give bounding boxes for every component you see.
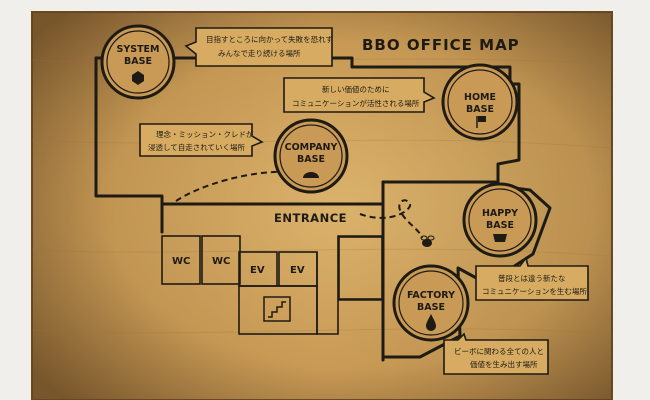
- system-base-subtitle: BASE: [124, 56, 152, 67]
- company-caption-2: 浸透して自走されていく場所: [148, 142, 246, 152]
- factory-base-title: FACTORY: [407, 290, 455, 301]
- factory-caption-2: 価値を生み出す場所: [470, 359, 538, 369]
- home-base-title: HOME: [464, 92, 496, 103]
- company-base: 理念・ミッション・クレドが 浸透して自走されていく場所 COMPANY BASE: [139, 118, 349, 194]
- happy-caption-1: 普段とは違う新たな: [498, 273, 566, 283]
- system-caption-1: 目指すところに向かって失敗を恐れず: [206, 34, 333, 44]
- system-caption-2: みんなで走り続ける場所: [218, 48, 301, 58]
- ev-label-1: EV: [250, 265, 265, 276]
- ev-label-2: EV: [290, 265, 305, 276]
- factory-base: FACTORY BASE ビーボに関わる全ての人と 価値を生み出す場所: [392, 264, 549, 375]
- bowl-icon: [493, 234, 507, 242]
- bee-icon: [420, 235, 435, 247]
- entrance-label: ENTRANCE: [274, 211, 347, 225]
- floor-plan-walls: [94, 56, 552, 362]
- stairs-icon: [263, 296, 291, 322]
- wc-label-1: WC: [172, 256, 190, 267]
- factory-base-subtitle: BASE: [417, 302, 445, 313]
- home-base: 新しい価値のために コミュニケーションが活性される場所 HOME BASE: [283, 63, 519, 141]
- drop-icon: [426, 314, 436, 331]
- company-base-title: COMPANY: [285, 142, 338, 153]
- happy-caption-2: コミュニケーションを生む場所: [482, 286, 587, 296]
- bee-path: [175, 170, 423, 239]
- system-base: 目指すところに向かって失敗を恐れず みんなで走り続ける場所 SYSTEM BAS…: [100, 24, 333, 100]
- hexagon-icon: [132, 71, 144, 85]
- company-caption-1: 理念・ミッション・クレドが: [156, 129, 254, 139]
- dome-icon: [303, 172, 319, 178]
- company-base-subtitle: BASE: [297, 154, 325, 165]
- factory-caption-1: ビーボに関わる全ての人と: [454, 346, 544, 356]
- home-caption-1: 新しい価値のために: [322, 84, 390, 94]
- happy-base: HAPPY BASE 普段とは違う新たな コミュニケーションを生む場所: [462, 182, 589, 301]
- room-wc-1: [161, 235, 201, 285]
- happy-base-subtitle: BASE: [486, 220, 514, 231]
- room-wc-2: [201, 235, 241, 285]
- happy-base-title: HAPPY: [482, 208, 518, 219]
- wc-label-2: WC: [212, 256, 230, 267]
- flag-icon: [476, 116, 486, 128]
- home-caption-2: コミュニケーションが活性される場所: [292, 98, 420, 108]
- system-base-title: SYSTEM: [117, 44, 160, 55]
- map-title: BBO OFFICE MAP: [362, 36, 520, 54]
- home-base-subtitle: BASE: [466, 104, 494, 115]
